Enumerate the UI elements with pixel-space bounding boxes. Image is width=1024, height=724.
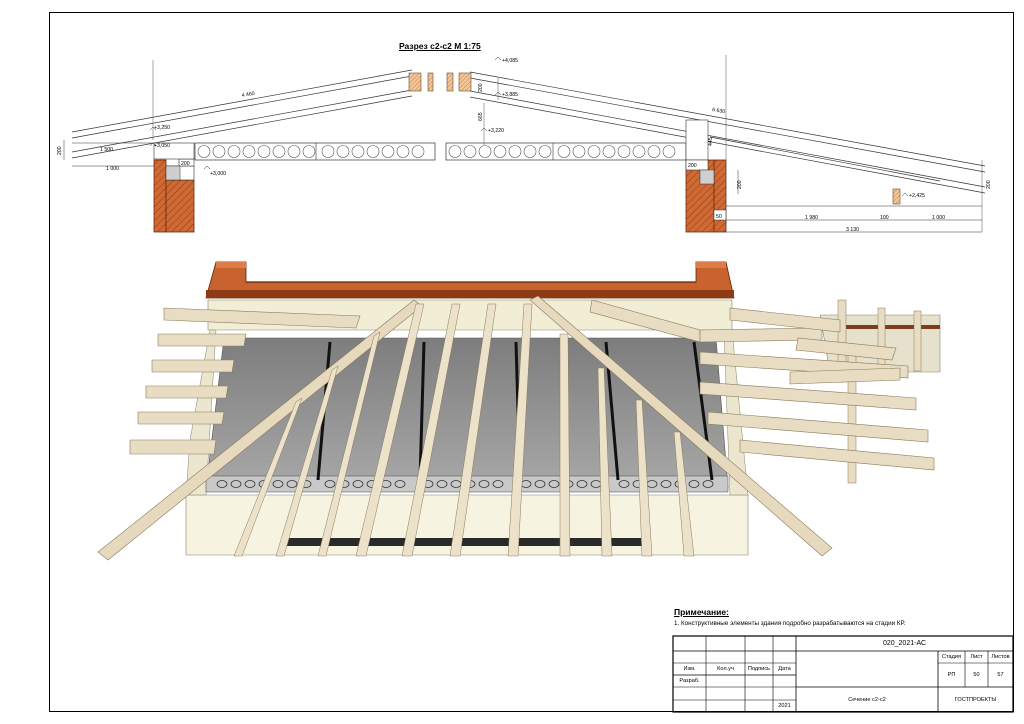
roof-right bbox=[469, 71, 986, 194]
stadia-value: РП bbox=[947, 672, 956, 678]
col-podpis: Подпись bbox=[747, 666, 771, 672]
list-label: Лист bbox=[970, 654, 983, 660]
ridge-timbers bbox=[408, 72, 901, 205]
dim-1000-right: 1 000 bbox=[932, 215, 945, 221]
dim-200-wall-right: 200 bbox=[688, 163, 697, 169]
level-3250: +3,250 bbox=[154, 125, 170, 131]
sheet-frame bbox=[49, 12, 1014, 712]
level-3050: +3,050 bbox=[154, 143, 170, 149]
razrab-label: Разраб. bbox=[679, 678, 700, 684]
section-title: Разрез с2-с2 М 1:75 bbox=[399, 41, 481, 51]
organization: ГОСТПРОЕКТЫ bbox=[954, 696, 997, 703]
dim-4460: 4 460 bbox=[241, 91, 255, 99]
section-drawing: 4 460 6 630 +4,085 +3,885 +3,250 +3,220 … bbox=[57, 55, 992, 233]
doc-code: 020_2021-АС bbox=[882, 640, 927, 647]
level-3885: +3,885 bbox=[502, 92, 518, 98]
dim-200-wall-left: 200 bbox=[181, 161, 190, 167]
col-data: Дата bbox=[778, 666, 791, 672]
col-izm: Изм. bbox=[683, 666, 696, 672]
year: 2021 bbox=[778, 703, 791, 709]
level-3220: +3,220 bbox=[488, 128, 504, 134]
right-wall bbox=[685, 119, 727, 233]
dim-200-right-a: 200 bbox=[737, 180, 743, 189]
level-2425: +2,425 bbox=[909, 193, 925, 199]
dim-200-left: 200 bbox=[57, 146, 63, 155]
dim-445: 445 bbox=[708, 137, 714, 146]
note-title: Примечание: bbox=[674, 607, 729, 617]
level-3000: +3,000 bbox=[210, 171, 226, 177]
dim-50: 50 bbox=[716, 214, 722, 220]
level-4085: +4,085 bbox=[502, 58, 518, 64]
dim-6630: 6 630 bbox=[712, 107, 726, 115]
roof-left bbox=[71, 69, 413, 159]
dim-1000-left: 1 000 bbox=[106, 166, 119, 172]
dim-1980: 1 980 bbox=[805, 215, 818, 221]
hollowcore-slab bbox=[194, 142, 687, 161]
listov-label: Листов bbox=[991, 654, 1010, 660]
note-text: 1. Конструктивные элементы здания подроб… bbox=[674, 620, 906, 627]
left-wall bbox=[153, 142, 195, 233]
dim-200-ridge: 200 bbox=[478, 83, 484, 92]
dim-3130: 3 130 bbox=[846, 227, 859, 233]
listov-value: 57 bbox=[997, 672, 1004, 678]
dim-100: 100 bbox=[880, 215, 889, 221]
dim-200-right-b: 200 bbox=[986, 180, 992, 189]
col-koluch: Кол.уч bbox=[717, 666, 734, 672]
stadia-label: Стадия bbox=[941, 654, 962, 660]
dim-665: 665 bbox=[478, 112, 484, 121]
dim-1500: 1 500 bbox=[100, 147, 113, 153]
list-value: 50 bbox=[973, 672, 980, 678]
sheet-name: Сечение с2-с2 bbox=[848, 696, 886, 703]
